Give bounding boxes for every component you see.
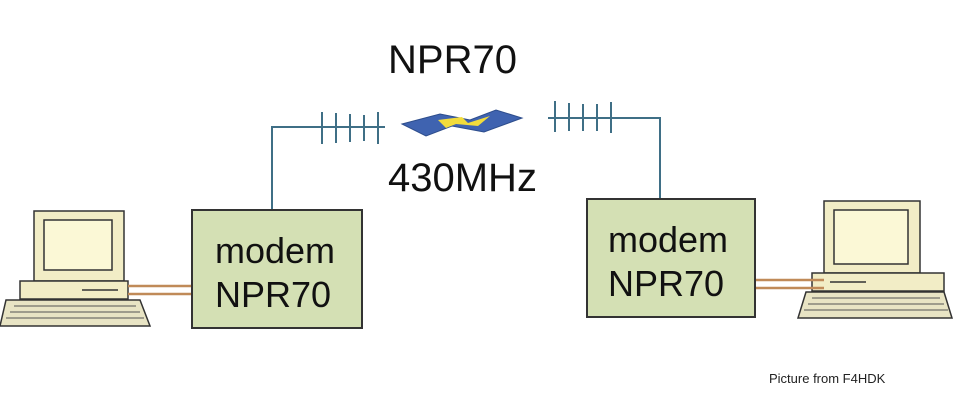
lightning-bolt-icon (400, 109, 524, 137)
left-modem-line2: NPR70 (215, 274, 332, 315)
right-modem-line2: NPR70 (608, 263, 725, 304)
right-modem-box: modem NPR70 (586, 198, 756, 318)
picture-credit: Picture from F4HDK (769, 371, 886, 386)
left-antenna (271, 112, 385, 210)
right-antenna (548, 101, 661, 198)
right-cable (756, 278, 824, 290)
right-computer-icon (796, 200, 954, 319)
left-cable (128, 284, 191, 296)
left-modem-line1: modem (215, 230, 336, 271)
right-modem-line1: modem (608, 219, 729, 260)
left-modem-box: modem NPR70 (191, 209, 363, 329)
left-computer-icon (0, 210, 152, 327)
frequency-label: 430MHz (388, 156, 537, 200)
diagram-title: NPR70 (388, 38, 517, 82)
